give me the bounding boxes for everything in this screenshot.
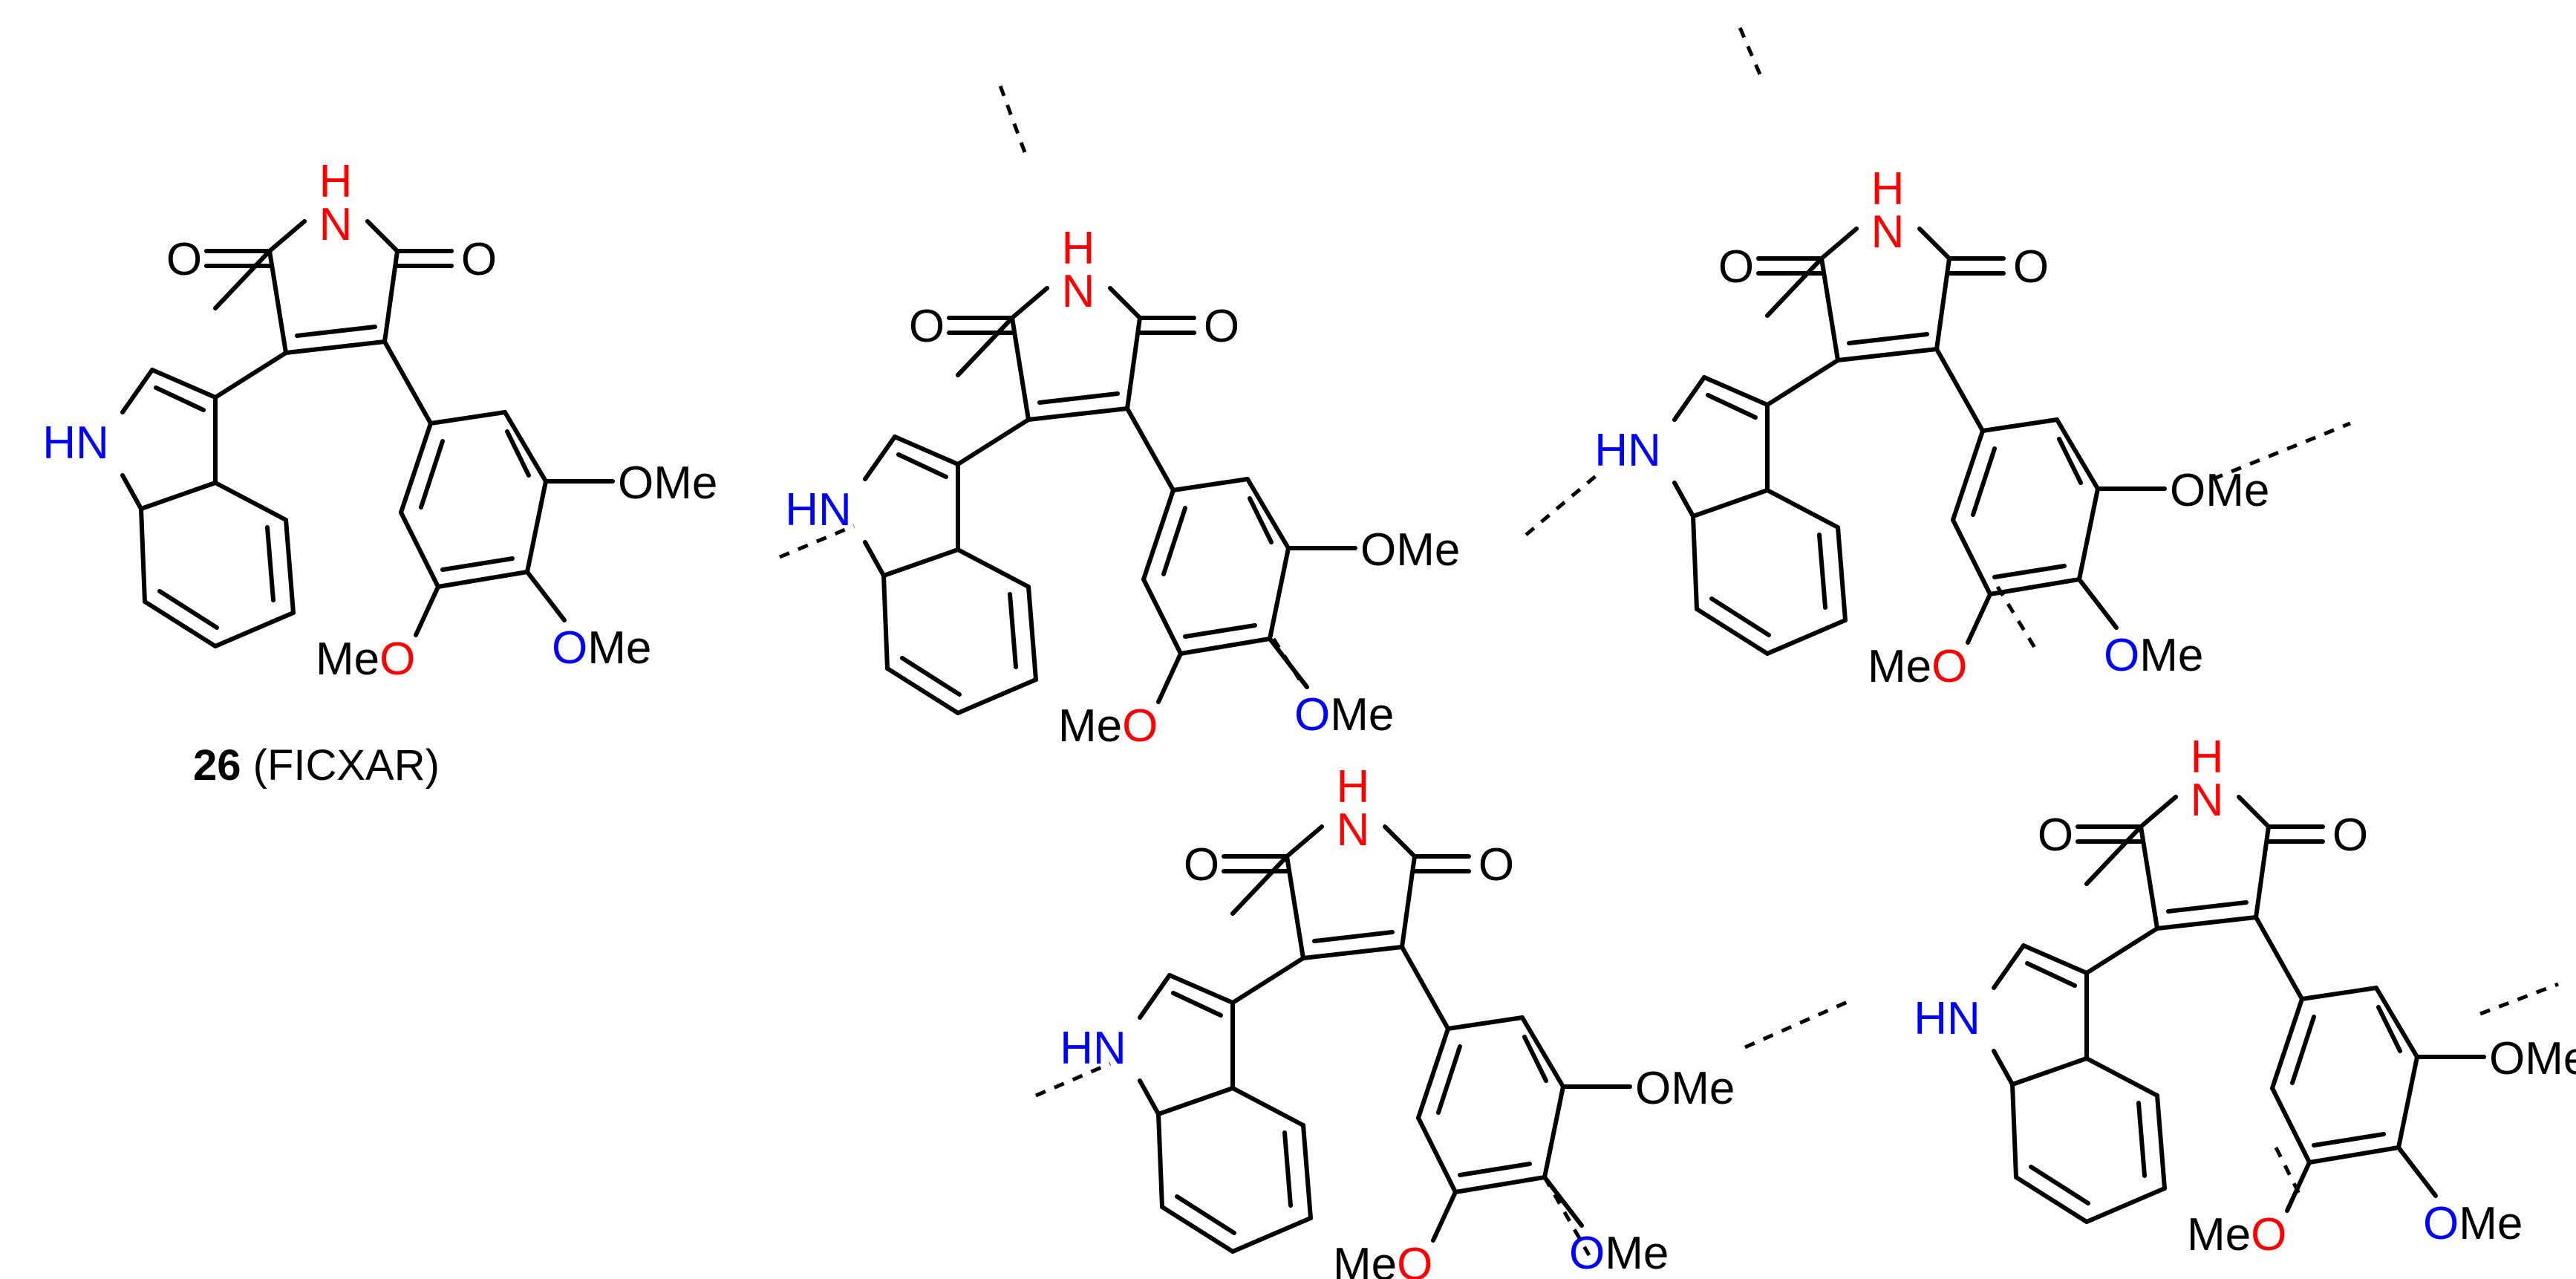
indole-nh-label: HN xyxy=(1914,993,1980,1044)
hbond-d-meo-down xyxy=(2274,1146,2304,1201)
hbond-a-indole-left xyxy=(779,524,855,559)
packing-molecule-c: H N O O HN OMe OMe MeO xyxy=(1060,761,1735,1279)
indole-nh-label: HN xyxy=(1060,1023,1126,1074)
methoxy-para-label: OMe xyxy=(1569,1228,1669,1279)
methoxy-meta-left-label: MeO xyxy=(1058,700,1158,752)
carbonyl-o-left-label: O xyxy=(1718,241,1754,293)
packing-molecule-b: H N O O HN OMe OMe MeO xyxy=(1594,163,2269,692)
carbonyl-o-right-label: O xyxy=(1478,839,1514,891)
methoxy-para-label: OMe xyxy=(552,622,651,674)
compound-caption: 26 (FICXAR) xyxy=(193,741,440,790)
methoxy-meta-label: OMe xyxy=(2170,465,2269,516)
imide-n-label: N xyxy=(1337,804,1370,856)
methoxy-meta-left-label: MeO xyxy=(1868,641,1967,692)
methoxy-meta-left-label: MeO xyxy=(1333,1239,1432,1279)
methoxy-meta-left-label: MeO xyxy=(316,634,415,685)
methoxy-meta-label: OMe xyxy=(1360,524,1460,576)
hbond-b-imide-up xyxy=(1735,22,1762,75)
hbond-a-imide-up xyxy=(997,81,1027,153)
indole-nh-label: HN xyxy=(785,484,852,536)
hbond-a-ome-to-b-nh xyxy=(1525,474,1598,536)
hbond-c-ome-to-d-nh xyxy=(1744,999,1851,1049)
hbond-b-meo-to-d-nh xyxy=(1995,585,2041,655)
carbonyl-o-right-label: O xyxy=(461,234,497,285)
hbond-b-ome-right xyxy=(2212,421,2351,481)
imide-h-label: H xyxy=(319,156,353,207)
carbonyl-o-left-label: O xyxy=(1184,839,1219,891)
imide-h-label: H xyxy=(1871,163,1905,215)
imide-n-label: N xyxy=(319,199,353,250)
hbond-c-meo-down xyxy=(1542,1176,1591,1257)
hbond-a-meo-down xyxy=(1271,637,1302,681)
methoxy-meta-label: OMe xyxy=(2489,1033,2576,1084)
molecule-26: H N O O HN OMe OMe MeO 26 (FICXAR) xyxy=(42,156,717,790)
imide-n-label: N xyxy=(1062,266,1095,317)
methoxy-meta-left-label: MeO xyxy=(2187,1209,2286,1260)
carbonyl-o-right-label: O xyxy=(1204,301,1239,352)
methoxy-para-label: OMe xyxy=(2104,630,2203,681)
carbonyl-o-left-label: O xyxy=(2038,810,2073,861)
hydrogen-bond-contacts xyxy=(779,22,2559,1257)
hbond-d-ome-right xyxy=(2479,982,2559,1016)
methoxy-para-label: OMe xyxy=(2423,1198,2523,1249)
imide-n-label: N xyxy=(2191,775,2224,826)
carbonyl-o-right-label: O xyxy=(2332,810,2368,861)
carbonyl-o-left-label: O xyxy=(909,301,945,352)
hbond-c-indole-left xyxy=(1035,1061,1111,1098)
imide-h-label: H xyxy=(1337,761,1370,813)
imide-n-label: N xyxy=(1871,206,1905,258)
carbonyl-o-left-label: O xyxy=(166,234,202,285)
imide-h-label: H xyxy=(2191,732,2224,783)
imide-h-label: H xyxy=(1062,223,1095,274)
methoxy-meta-label: OMe xyxy=(1635,1063,1735,1114)
packing-molecule-d: H N O O HN OMe OMe MeO xyxy=(1914,732,2576,1260)
carbonyl-o-right-label: O xyxy=(2013,241,2049,293)
methoxy-para-label: OMe xyxy=(1294,689,1394,741)
methoxy-meta-label: OMe xyxy=(618,458,717,509)
indole-nh-label: HN xyxy=(42,417,109,469)
packing-molecule-a: H N O O HN OMe OMe MeO xyxy=(785,223,1460,752)
indole-nh-label: HN xyxy=(1594,425,1661,476)
